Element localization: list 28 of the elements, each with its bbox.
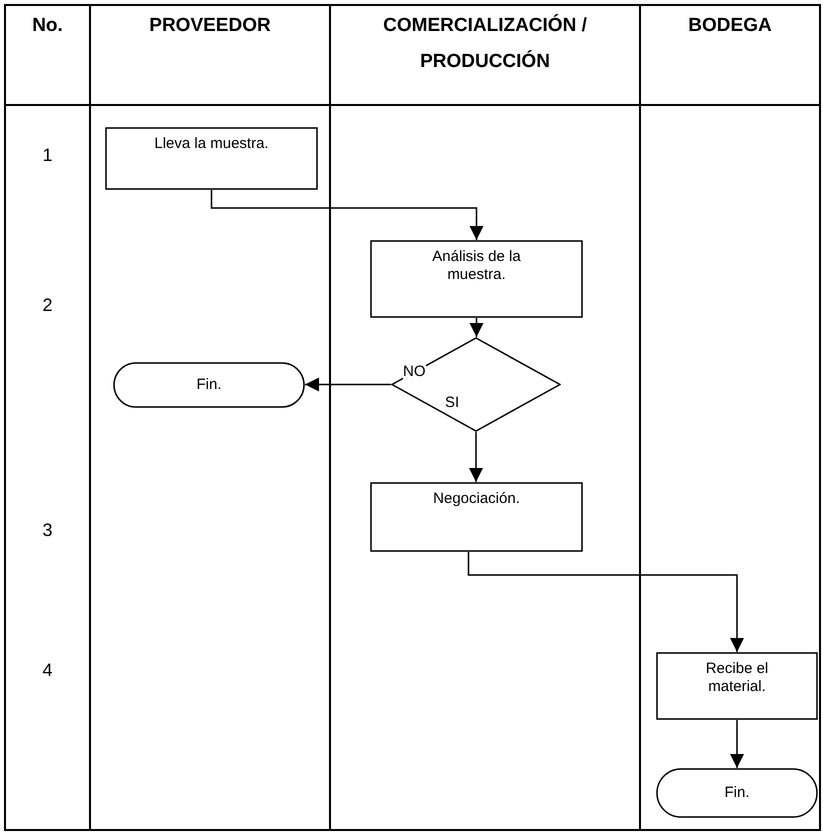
node-text: Análisis de la muestra.: [431, 248, 522, 284]
decision-diamond: [391, 337, 561, 432]
node-text: Lleva la muestra.: [153, 135, 270, 153]
terminator-shape: [656, 768, 818, 818]
terminator-shape: [113, 362, 305, 408]
node-text: Fin.: [723, 783, 750, 803]
column-header: BODEGA: [687, 14, 773, 38]
step-number: 2: [41, 295, 54, 316]
column-header: PROVEEDOR: [148, 14, 272, 38]
node-text: Recibe el material.: [704, 660, 770, 696]
node-text: Fin.: [195, 375, 222, 395]
edge-label: NO: [403, 364, 426, 380]
arrow: [469, 432, 483, 482]
arrow: [305, 378, 391, 392]
arrow: [210, 190, 484, 240]
column-header: COMERCIALIZACIÓN / PRODUCCIÓN: [382, 13, 588, 74]
process-box: [370, 240, 583, 318]
step-number: 4: [41, 660, 54, 681]
step-number: 3: [41, 520, 54, 541]
arrow: [470, 318, 484, 337]
process-box: [370, 482, 583, 552]
process-box: [105, 127, 318, 190]
column-header: No.: [31, 14, 64, 38]
step-number: 1: [41, 145, 54, 166]
arrow: [468, 552, 744, 652]
process-box: [656, 652, 818, 720]
arrow: [730, 720, 744, 768]
node-text: Negociación.: [432, 490, 521, 508]
